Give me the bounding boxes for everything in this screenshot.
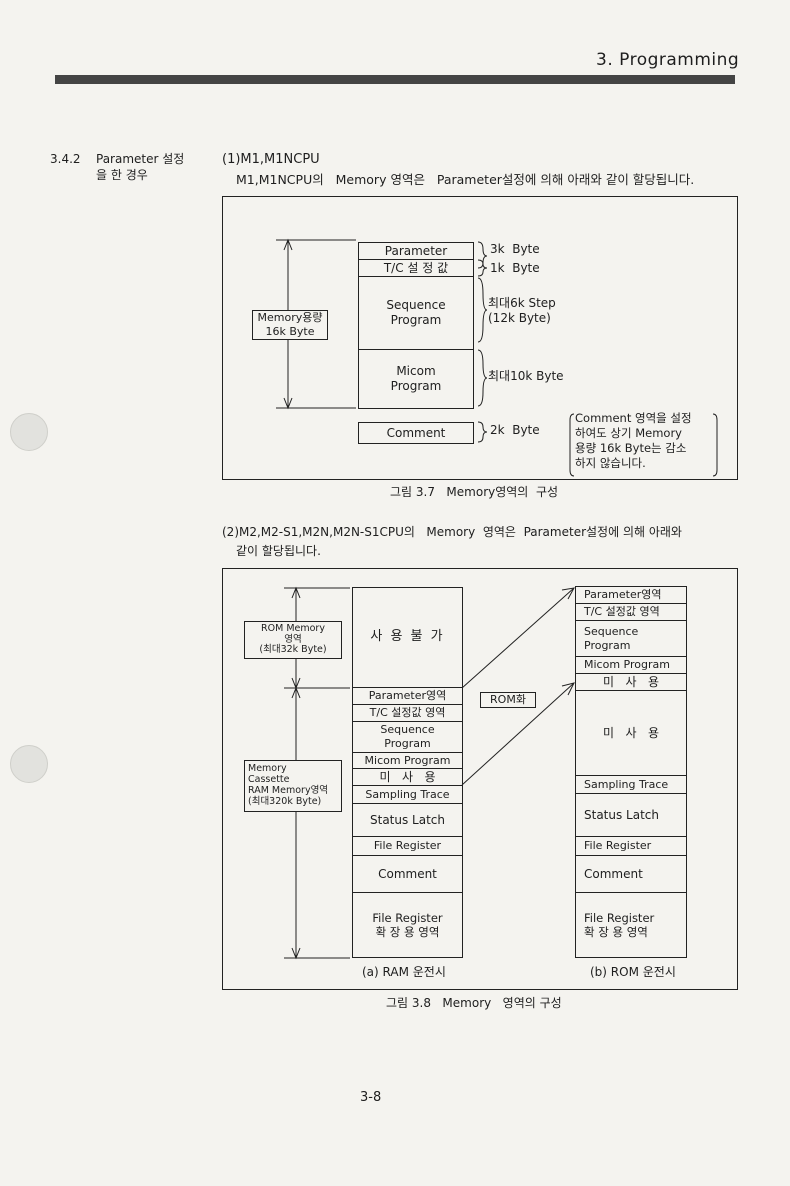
rom-row-parameter: Parameter영역 (575, 586, 687, 604)
ram-row-sampling-trace: Sampling Trace (352, 785, 463, 804)
part2-heading-line2: 같이 할당됩니다. (236, 544, 321, 558)
rom-memory-label: ROM Memory 영역 (최대32k Byte) (244, 621, 342, 659)
ram-row-unused: 미 사 용 (352, 768, 463, 786)
rom-row-unused: 미 사 용 (575, 673, 687, 691)
ram-row-sequence: Sequence Program (352, 721, 463, 753)
part1-heading: (1)M1,M1NCPU (222, 152, 320, 167)
header-rule (55, 75, 735, 84)
rom-caption: (b) ROM 운전시 (590, 965, 676, 979)
fig37-note-parameter: 3k Byte (490, 242, 540, 256)
fig37-note-sequence: 최대6k Step (12k Byte) (488, 296, 556, 325)
ram-row-file-register-ext: File Register 확 장 용 영역 (352, 892, 463, 958)
rom-row-status-latch: Status Latch (575, 793, 687, 837)
rom-row-sequence: Sequence Program (575, 620, 687, 657)
ram-row-micom: Micom Program (352, 752, 463, 769)
fig37-note-comment: 2k Byte (490, 423, 540, 437)
rom-transfer-label: ROM화 (480, 692, 536, 708)
rom-row-sampling-trace: Sampling Trace (575, 775, 687, 794)
ram-unused-area: 사 용 불 가 (352, 587, 463, 688)
fig37-side-note: Comment 영역을 설정 하여도 상기 Memory 용량 16k Byte… (575, 411, 692, 470)
ram-caption: (a) RAM 운전시 (362, 965, 446, 979)
figure-3-8-frame (222, 568, 738, 990)
fig37-row-micom: Micom Program (358, 349, 474, 409)
chapter-title: 3. Programming (596, 50, 740, 70)
punch-hole-bottom (10, 745, 48, 783)
fig37-note-tc: 1k Byte (490, 261, 540, 275)
rom-row-unused-large: 미 사 용 (575, 690, 687, 776)
fig37-note-micom: 최대10k Byte (488, 369, 564, 383)
rom-row-micom: Micom Program (575, 656, 687, 674)
fig37-row-comment: Comment (358, 422, 474, 444)
ram-row-tc: T/C 설정값 영역 (352, 704, 463, 722)
fig37-row-tc: T/C 설 정 값 (358, 259, 474, 277)
rom-row-comment: Comment (575, 855, 687, 893)
section-title: Parameter 설정 (96, 152, 185, 166)
punch-hole-top (10, 413, 48, 451)
part2-heading: (2)M2,M2-S1,M2N,M2N-S1CPU의 Memory 영역은 Pa… (222, 525, 682, 539)
rom-row-file-register: File Register (575, 836, 687, 856)
ram-row-comment: Comment (352, 855, 463, 893)
ram-row-parameter: Parameter영역 (352, 687, 463, 705)
fig37-row-sequence: Sequence Program (358, 276, 474, 350)
section-title-line2: 을 한 경우 (96, 168, 148, 182)
ram-row-file-register: File Register (352, 836, 463, 856)
part1-description: M1,M1NCPU의 Memory 영역은 Parameter설정에 의해 아래… (236, 172, 695, 187)
rom-row-tc: T/C 설정값 영역 (575, 603, 687, 621)
figure-3-7-frame (222, 196, 738, 480)
figure-3-8-caption: 그림 3.8 Memory 영역의 구성 (386, 996, 562, 1010)
fig37-row-parameter: Parameter (358, 242, 474, 260)
memory-cassette-label: Memory Cassette RAM Memory영역 (최대320k Byt… (244, 760, 342, 812)
figure-3-7-caption: 그림 3.7 Memory영역의 구성 (390, 485, 559, 499)
page-number: 3-8 (360, 1090, 382, 1105)
ram-row-status-latch: Status Latch (352, 803, 463, 837)
memory-capacity-label: Memory용량 16k Byte (252, 310, 328, 340)
rom-row-file-register-ext: File Register 확 장 용 영역 (575, 892, 687, 958)
section-number: 3.4.2 (50, 152, 81, 166)
